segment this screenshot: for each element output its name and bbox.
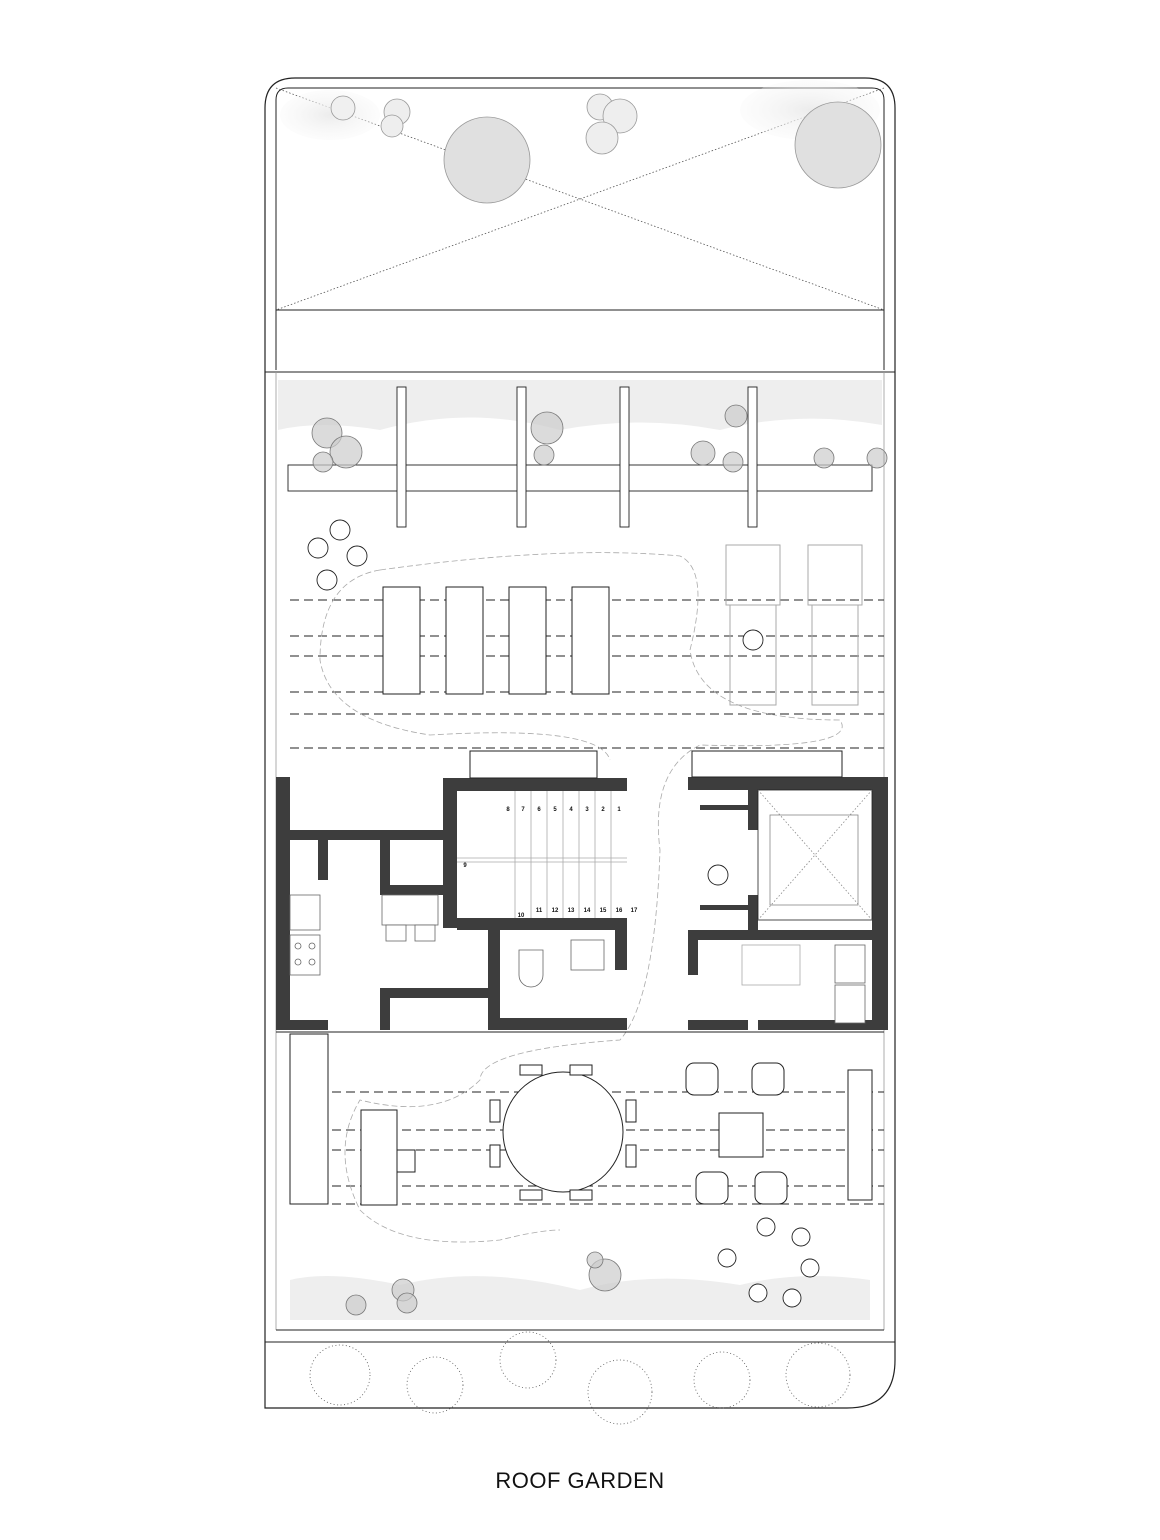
living-furniture — [276, 1031, 884, 1206]
stair-numbers: 8 7 6 5 4 3 2 1 9 10 11 12 13 14 15 16 1… — [463, 807, 638, 919]
planter-trees — [311, 404, 888, 473]
sun-loungers — [382, 586, 610, 695]
svg-text:7: 7 — [521, 807, 525, 813]
drawing-title: ROOF GARDEN — [495, 1468, 665, 1493]
garden-path — [319, 552, 843, 1243]
svg-text:16: 16 — [616, 908, 623, 914]
top-trees — [280, 80, 882, 204]
svg-text:5: 5 — [553, 807, 557, 813]
svg-text:6: 6 — [537, 807, 541, 813]
fixtures — [289, 894, 866, 1024]
svg-text:17: 17 — [631, 908, 638, 914]
street-trees — [309, 1331, 851, 1425]
walls — [276, 777, 888, 1030]
svg-text:13: 13 — [568, 908, 575, 914]
top-terrace-outline — [275, 87, 885, 370]
void-cross — [275, 87, 885, 311]
svg-text:9: 9 — [463, 863, 467, 869]
building-outline — [264, 77, 896, 1409]
pergola — [287, 386, 873, 528]
svg-text:3: 3 — [585, 807, 589, 813]
bottom-garden-trees — [345, 1251, 622, 1316]
svg-text:14: 14 — [584, 908, 591, 914]
exercise-machines — [725, 544, 863, 706]
svg-text:10: 10 — [518, 913, 525, 919]
svg-text:8: 8 — [506, 807, 510, 813]
svg-text:15: 15 — [600, 908, 607, 914]
svg-text:2: 2 — [601, 807, 605, 813]
people — [307, 519, 820, 1308]
chairs — [489, 1062, 788, 1205]
staircase — [457, 791, 627, 918]
svg-text:12: 12 — [552, 908, 559, 914]
svg-text:11: 11 — [536, 908, 543, 914]
elevator — [757, 789, 873, 921]
svg-text:1: 1 — [617, 807, 621, 813]
svg-text:4: 4 — [569, 807, 573, 813]
